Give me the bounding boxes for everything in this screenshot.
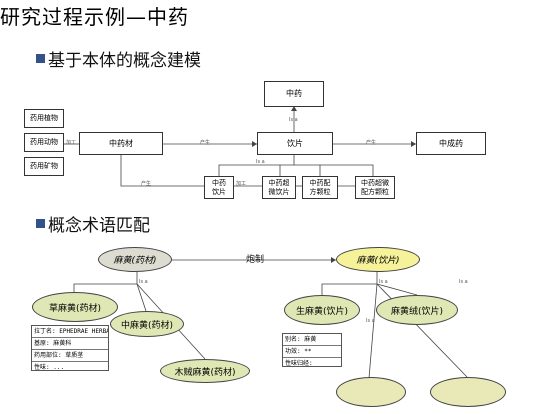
property-row: 基原: 麻黄科	[32, 338, 108, 350]
concept-shengmahuang: 生麻黄(饮片)	[284, 295, 360, 325]
concept-zhongyaocai: 中药材	[79, 132, 163, 155]
edge-label-chansheng: 产生	[141, 181, 152, 187]
isa-edge-right	[321, 272, 378, 295]
concept-blurred-right	[430, 377, 506, 407]
section-heading-matching: 概念术语匹配	[36, 211, 150, 236]
concept-muzeimahuang: 木贼麻黄(药材)	[160, 359, 250, 383]
bullet-square-icon	[36, 54, 45, 63]
source-animal: 药用动物	[24, 133, 64, 152]
bullet-square-icon	[36, 219, 45, 228]
edge-label-chansheng: 产生	[200, 140, 211, 146]
isa-edge-products	[218, 155, 295, 176]
isa-edge-left	[73, 272, 138, 292]
edge-label-jiagong: 加工	[236, 181, 247, 187]
section-heading-matching-text: 概念术语匹配	[48, 216, 150, 236]
isa-label: Is a	[289, 117, 298, 123]
isa-label: Is a	[459, 279, 468, 285]
isa-label: Is a	[379, 279, 388, 285]
product-chaowei-yinpian: 中药超 微饮片	[262, 176, 296, 199]
edge-zhongyaocai-products	[120, 155, 204, 187]
edge-label-chansheng: 产生	[366, 140, 377, 146]
page-title: 研究过程示例—中药	[0, 5, 189, 29]
concept-mahuang-yinpian: 麻黄(饮片)	[336, 247, 420, 272]
concept-mahuang-yaocai: 麻黄(药材)	[98, 247, 172, 272]
isa-label: Is a	[139, 279, 148, 285]
property-row: 性味归经:	[285, 360, 313, 367]
concept-mahuangrong: 麻黄绒(饮片)	[376, 295, 458, 325]
property-row: 药用部位: 草质茎	[32, 350, 108, 362]
section-heading-ontology: 基于本体的概念建模	[36, 46, 201, 71]
product-peifang-keli: 中药配 方颗粒	[302, 176, 338, 199]
concept-zhongchengyao: 中成药	[416, 132, 486, 155]
source-plant: 药用植物	[24, 109, 64, 128]
concept-yinpian: 饮片	[257, 132, 333, 155]
source-mineral: 药用矿物	[24, 157, 64, 176]
product-yinpian: 中药 饮片	[204, 176, 234, 199]
product-chaowei-peifang-keli: 中药超微 配方颗粒	[355, 176, 395, 199]
concept-blurred-left	[336, 377, 406, 407]
property-row: 别名: 麻黄	[283, 334, 341, 346]
property-row: 性味: ...	[34, 364, 65, 371]
property-table-right: 别名: 麻黄 功效: ** 性味归经:	[282, 333, 342, 367]
edge-label-paozhi: 炮制	[246, 255, 265, 265]
section-heading-ontology-text: 基于本体的概念建模	[48, 51, 201, 71]
property-row: 功效: **	[283, 346, 341, 358]
isa-label: Is a	[256, 159, 265, 165]
edge-label-jiagong: 加工	[66, 140, 77, 146]
property-row: 拉丁名: EPHEDRAE HERBA	[32, 326, 108, 338]
property-table-left: 拉丁名: EPHEDRAE HERBA 基原: 麻黄科 药用部位: 草质茎 性味…	[31, 325, 109, 371]
concept-zhongyao: 中药	[264, 81, 324, 107]
isa-label: Is a	[366, 318, 375, 324]
concept-caomahuang: 草麻黄(药材)	[32, 292, 118, 322]
concept-zhongmahuang: 中麻黄(药材)	[110, 311, 184, 337]
